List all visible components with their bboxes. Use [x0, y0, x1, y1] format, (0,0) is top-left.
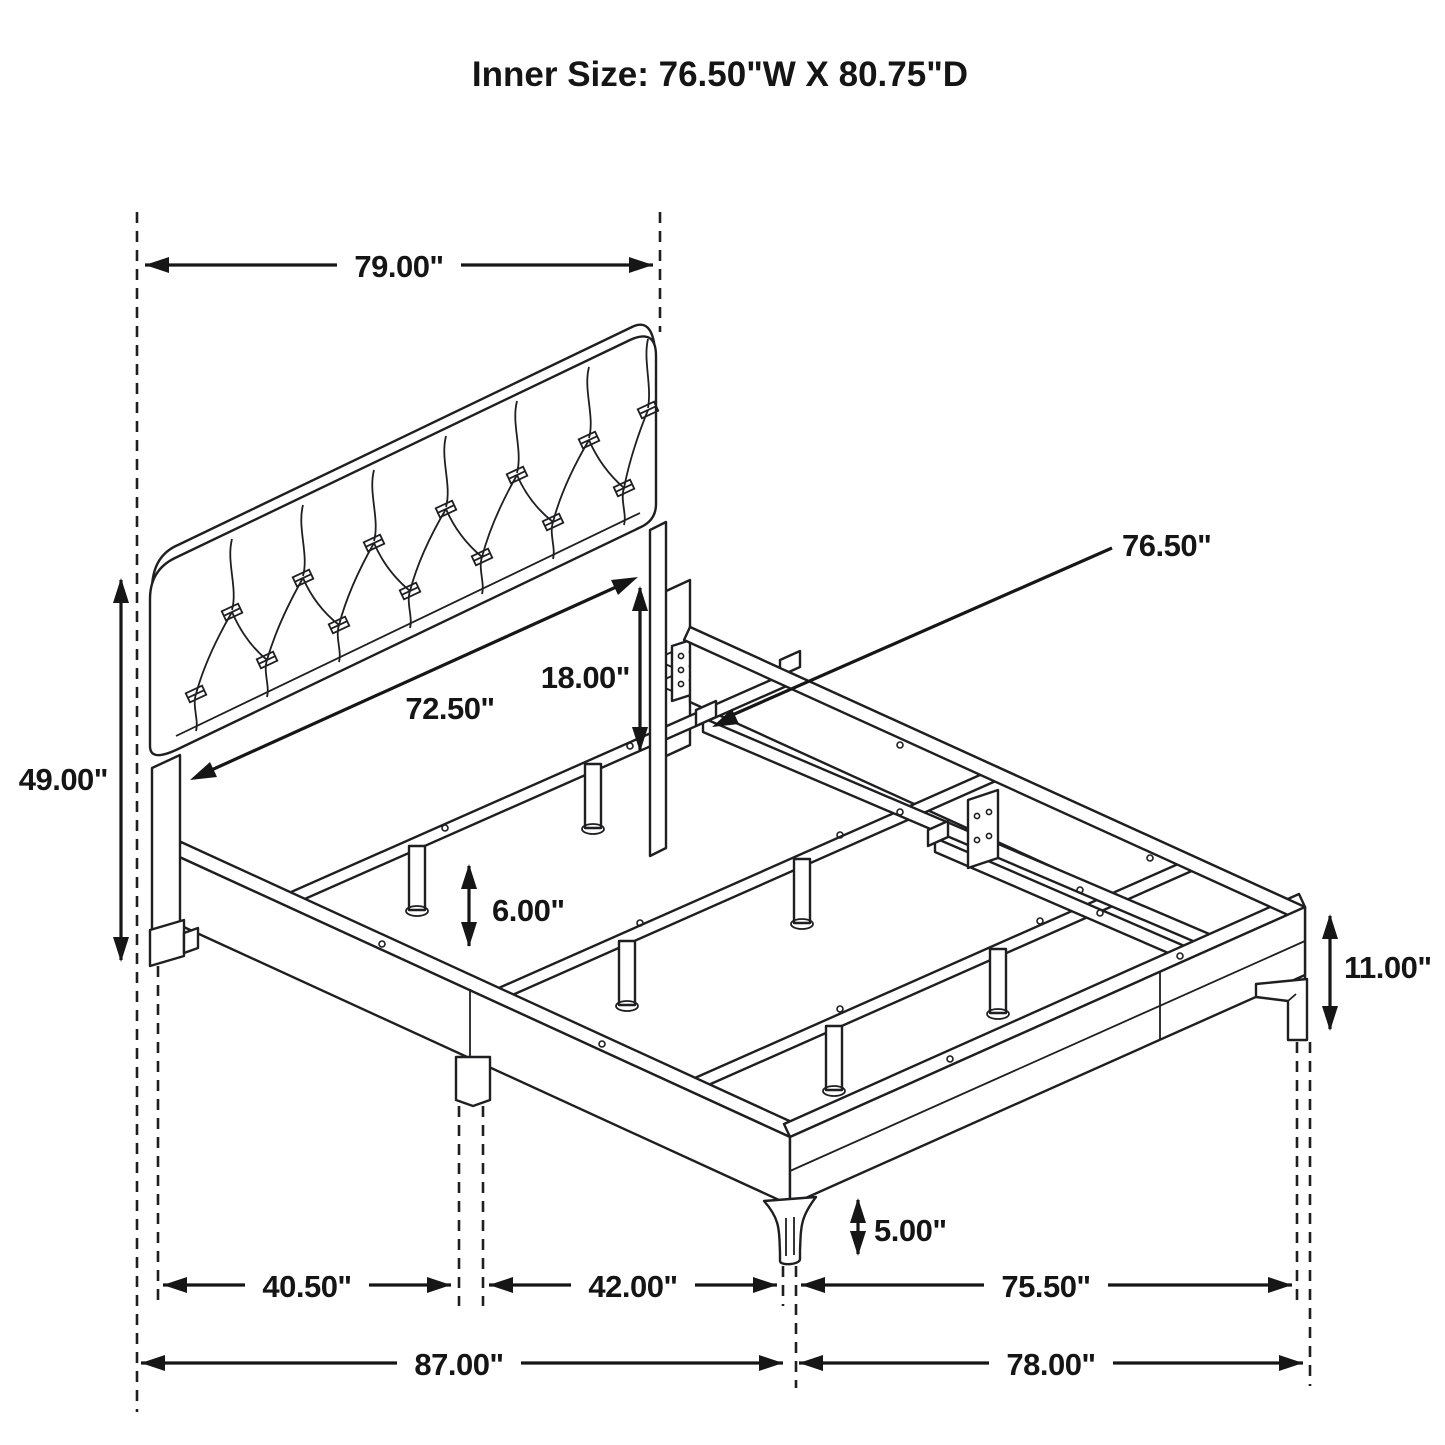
dimension-headboard-panel-width: 72.50"	[190, 577, 638, 780]
dimension-headboard-rail-height: 18.00"	[541, 586, 648, 752]
support-leg	[988, 947, 1008, 1015]
dimension-left-section-width: 40.50"	[163, 1266, 451, 1304]
tufted-panel	[148, 335, 658, 757]
dimension-headboard-height: 49.00"	[19, 578, 129, 962]
dimension-slat-leg-height: 6.00"	[461, 864, 565, 947]
dimension-headboard-total-width: 79.00"	[145, 246, 653, 284]
front-leg	[762, 1195, 818, 1266]
dim-label: 42.00"	[588, 1269, 677, 1304]
dimension-overall-width: 87.00"	[141, 1344, 783, 1382]
dim-label: 49.00"	[19, 762, 108, 797]
extension-lines	[135, 212, 1312, 1412]
dim-label: 75.50"	[1001, 1269, 1090, 1304]
support-leg	[407, 844, 427, 912]
dim-label: 79.00"	[354, 249, 443, 284]
dim-label: 40.50"	[262, 1269, 351, 1304]
tuft-buttons	[184, 400, 660, 704]
dim-label: 78.00"	[1006, 1347, 1095, 1382]
support-leg	[617, 939, 637, 1007]
dimension-inner-width-leader: 76.50"	[712, 528, 1212, 727]
headboard-right-leg	[648, 520, 668, 858]
support-leg	[824, 1024, 844, 1092]
dim-label: 11.00"	[1344, 950, 1432, 985]
headboard	[148, 323, 660, 968]
dim-label: 72.50"	[405, 691, 494, 726]
dimension-center-section-width: 42.00"	[489, 1266, 777, 1304]
page-title: Inner Size: 76.50"W X 80.75"D	[472, 55, 968, 94]
center-rail-hook	[926, 819, 950, 848]
support-leg	[583, 762, 603, 830]
dim-label: 76.50"	[1122, 528, 1211, 563]
dimension-right-section-width: 75.50"	[801, 1266, 1292, 1304]
mid-leg-bracket	[454, 1055, 492, 1108]
dim-label: 5.00"	[874, 1213, 947, 1248]
dimension-front-leg-height: 5.00"	[850, 1198, 947, 1256]
left-leg-foot	[148, 918, 186, 968]
dim-label: 18.00"	[541, 660, 630, 695]
center-bracket-plate	[966, 788, 1000, 870]
slat	[481, 765, 1000, 1010]
dimensions: 79.00" 72.50" 18.00" 76.50" 49.00"	[19, 246, 1432, 1382]
support-leg	[792, 857, 812, 925]
dim-label: 87.00"	[414, 1347, 503, 1382]
dimension-overall-depth: 78.00"	[799, 1344, 1303, 1382]
bed-frame-drawing	[148, 323, 1309, 1266]
center-rail-hook	[694, 699, 718, 728]
frame-legs	[454, 977, 1309, 1266]
outer-frame	[173, 625, 1307, 1207]
corner-leg-bracket	[1254, 977, 1309, 1042]
dim-label: 6.00"	[492, 893, 565, 928]
dimension-side-rail-height: 11.00"	[1322, 914, 1432, 1031]
